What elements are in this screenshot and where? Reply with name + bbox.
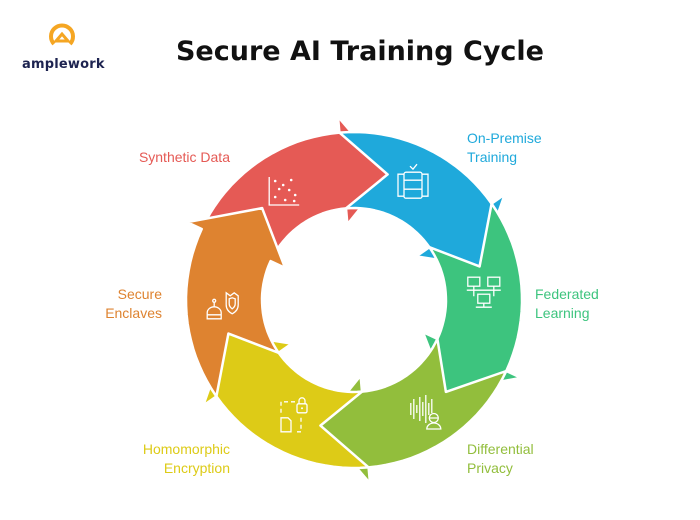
label-synthetic-data: Synthetic Data bbox=[138, 149, 230, 165]
scatter-plot-icon bbox=[268, 177, 300, 206]
cycle-arrow-federated-learning bbox=[421, 202, 524, 394]
cycle-arrow-homomorphic-encryption bbox=[202, 332, 370, 470]
amplework-logo: amplework bbox=[22, 22, 105, 72]
page-title: Secure AI Training Cycle bbox=[175, 36, 544, 67]
network-computers-icon bbox=[466, 276, 501, 308]
noise-person-icon bbox=[410, 395, 442, 430]
encrypted-file-icon bbox=[280, 397, 308, 433]
logo-text: amplework bbox=[22, 57, 105, 72]
robot-shield-icon bbox=[206, 291, 239, 320]
logo-mark-icon bbox=[49, 23, 75, 46]
cycle-arrow-synthetic-data bbox=[200, 115, 389, 263]
cycle-arrow-on-premise-training bbox=[338, 130, 506, 268]
server-rack-icon bbox=[397, 163, 429, 199]
